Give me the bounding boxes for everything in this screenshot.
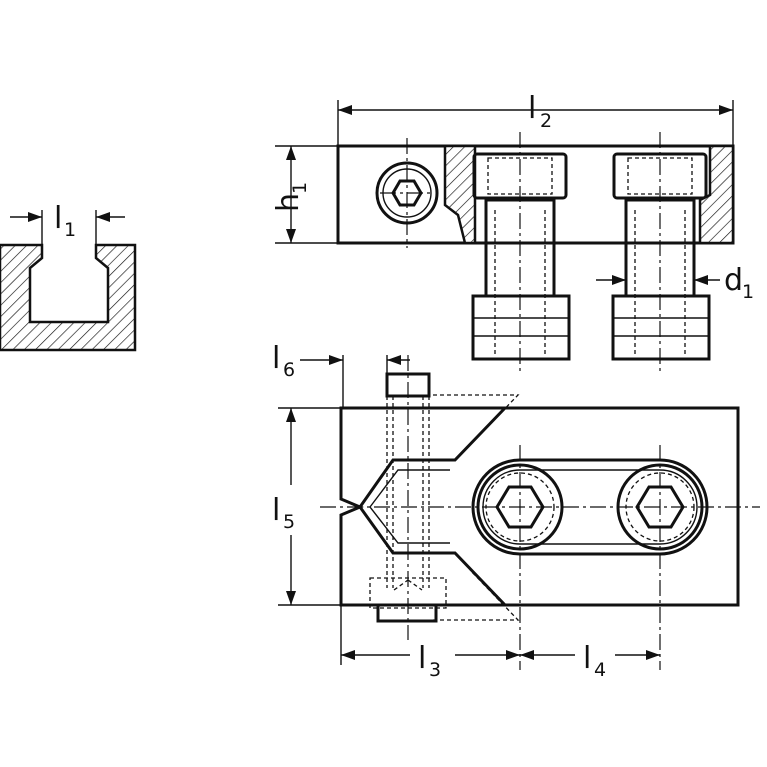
clamp-plan-view: l 6 l 5 l 3 l 4	[272, 341, 760, 681]
svg-text:5: 5	[283, 511, 295, 533]
svg-text:2: 2	[540, 110, 552, 132]
dim-label-l2: l 2	[528, 91, 552, 132]
svg-text:l: l	[54, 201, 62, 236]
dim-label-h1: h 1	[271, 182, 311, 212]
dim-label-l4: l 4	[583, 641, 606, 681]
dim-label-l5: l 5	[272, 493, 295, 533]
svg-text:3: 3	[429, 659, 441, 681]
dim-label-l6: l 6	[272, 341, 295, 381]
dim-label-l1: l 1	[54, 201, 76, 241]
dim-label-l3: l 3	[418, 641, 441, 681]
svg-text:1: 1	[64, 219, 76, 241]
dim-label-d1: d 1	[724, 263, 754, 303]
clamp-front-view: l 2 h 1 d 1	[271, 91, 754, 372]
svg-text:l: l	[583, 641, 591, 676]
svg-text:1: 1	[742, 281, 754, 303]
svg-text:4: 4	[594, 659, 606, 681]
svg-text:l: l	[528, 91, 536, 126]
svg-text:6: 6	[283, 359, 295, 381]
svg-text:1: 1	[289, 182, 311, 194]
svg-text:l: l	[272, 341, 280, 376]
svg-text:h: h	[271, 193, 306, 212]
t-slot-profile: l 1	[0, 201, 137, 352]
svg-text:d: d	[724, 263, 743, 298]
svg-text:l: l	[418, 641, 426, 676]
svg-text:l: l	[272, 493, 280, 528]
